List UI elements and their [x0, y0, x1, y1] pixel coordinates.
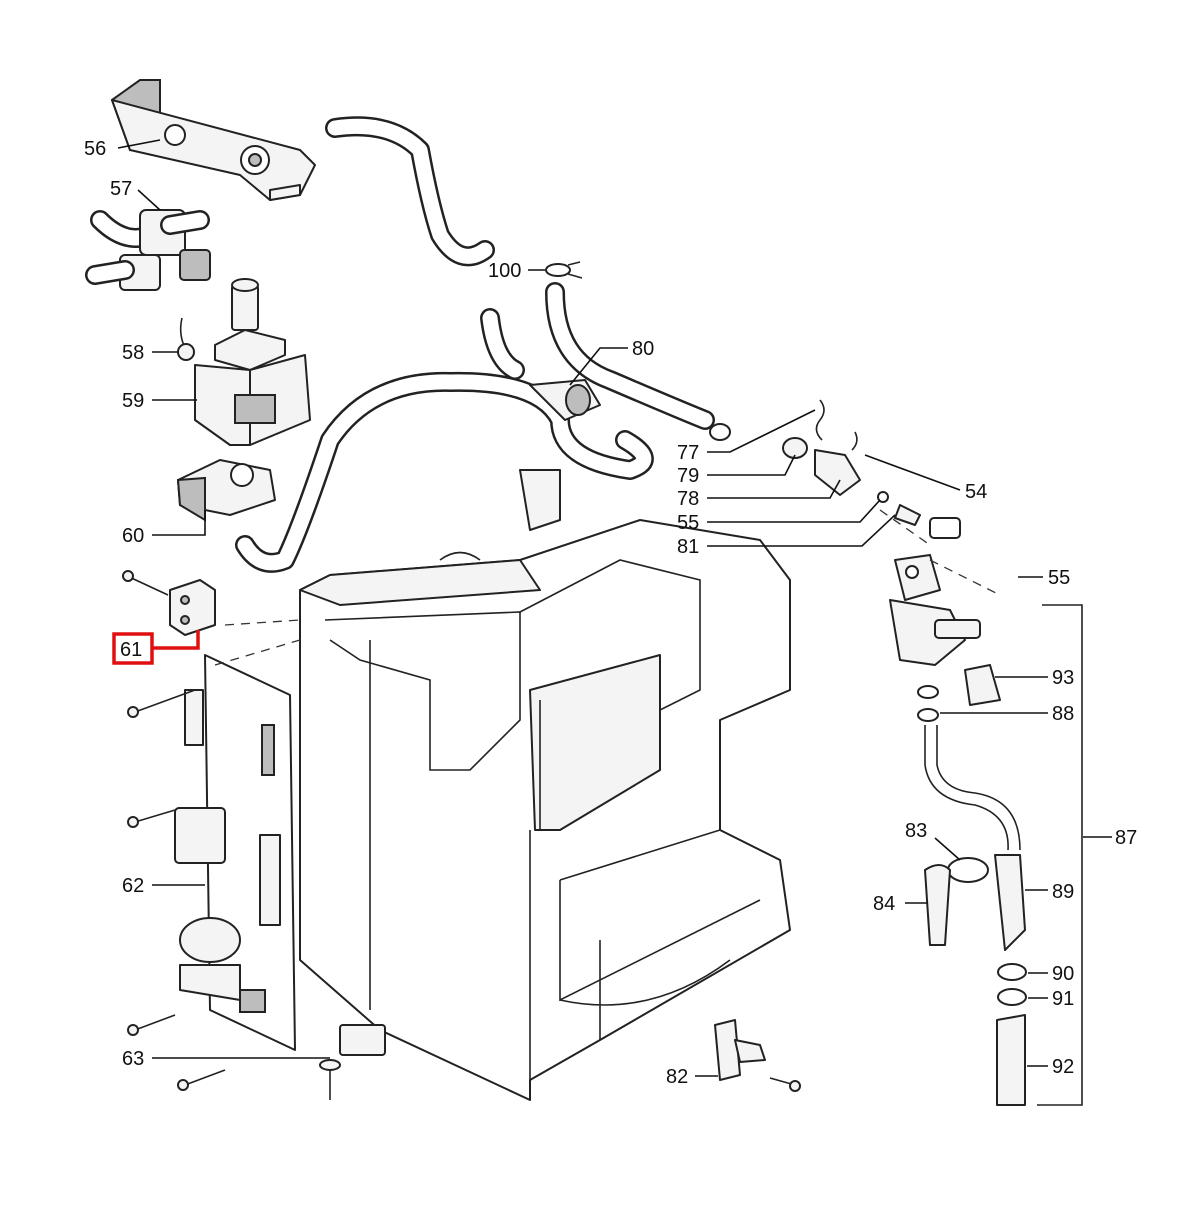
- callout-100: 100: [488, 260, 521, 282]
- part-100-clamp: [545, 261, 583, 279]
- callout-57: 57: [110, 178, 132, 200]
- part-61-bracket: [122, 570, 216, 636]
- callout-55-upper: 55: [677, 512, 699, 534]
- part-62-control-board: [174, 654, 296, 1051]
- callout-61: 61: [120, 639, 142, 661]
- part-63-connector: [319, 1024, 386, 1100]
- callout-90: 90: [1052, 963, 1074, 985]
- board-screws: [127, 689, 226, 1091]
- callout-62: 62: [122, 875, 144, 897]
- callout-80: 80: [632, 338, 654, 360]
- part-59-pump: [194, 278, 311, 446]
- callout-77: 77: [677, 442, 699, 464]
- main-body-housing: [299, 469, 791, 1101]
- part-56-bracket: [110, 79, 316, 201]
- part-80-filter: [529, 379, 601, 421]
- callout-87: 87: [1115, 827, 1137, 849]
- callout-59: 59: [122, 390, 144, 412]
- callout-81: 81: [677, 536, 699, 558]
- callout-91: 91: [1052, 988, 1074, 1010]
- callout-55-lower: 55: [1048, 567, 1070, 589]
- callout-labels: 56 57 58 59 60 61 62 63 100 80 77 79 78 …: [84, 138, 1137, 1088]
- callout-58: 58: [122, 342, 144, 364]
- callout-61-highlight: [112, 630, 200, 665]
- leader-lines: [117, 139, 1112, 1077]
- part-58-fuse: [177, 317, 195, 361]
- callout-93: 93: [1052, 667, 1074, 689]
- callout-82: 82: [666, 1066, 688, 1088]
- small-fittings: [709, 399, 961, 539]
- part-82-latch: [714, 1019, 801, 1092]
- steam-valve-assembly: [889, 554, 1083, 1106]
- callout-79: 79: [677, 465, 699, 487]
- hoses: [235, 116, 715, 573]
- callout-92: 92: [1052, 1056, 1074, 1078]
- callout-83: 83: [905, 820, 927, 842]
- callout-63: 63: [122, 1048, 144, 1070]
- part-60-mount: [176, 459, 276, 522]
- callout-78: 78: [677, 488, 699, 510]
- part-57-valve: [85, 209, 211, 291]
- callout-56: 56: [84, 138, 106, 160]
- callout-89: 89: [1052, 881, 1074, 903]
- assembly-guide-lines: [214, 509, 1001, 666]
- callout-84: 84: [873, 893, 895, 915]
- callout-60: 60: [122, 525, 144, 547]
- callout-54: 54: [965, 481, 987, 503]
- callout-88: 88: [1052, 703, 1074, 725]
